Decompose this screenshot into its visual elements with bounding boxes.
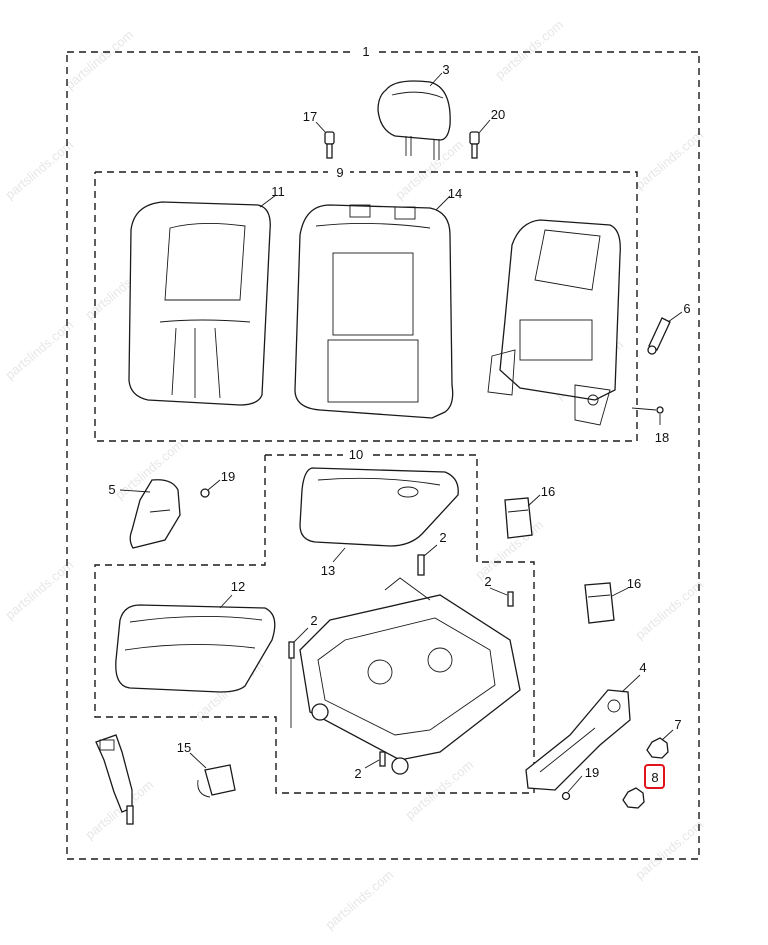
leader-17: [315, 121, 327, 134]
headrest-guide-right[interactable]: [469, 131, 480, 159]
callout-7[interactable]: 7: [674, 717, 681, 732]
callout-3[interactable]: 3: [442, 62, 449, 77]
callout-20[interactable]: 20: [491, 107, 505, 122]
watermark: partslinds.com: [2, 317, 76, 382]
leader-2d: [364, 759, 380, 769]
pin-part[interactable]: [631, 406, 664, 414]
cushion-pad-part[interactable]: [299, 467, 459, 547]
clip-lower-part[interactable]: [561, 791, 571, 801]
callout-16a[interactable]: 16: [541, 484, 555, 499]
leader-3: [429, 72, 443, 87]
callout-6[interactable]: 6: [683, 301, 690, 316]
leader-15: [189, 752, 207, 769]
leader-16b: [611, 587, 629, 597]
callout-12[interactable]: 12: [231, 579, 245, 594]
callout-10[interactable]: 10: [349, 447, 363, 462]
cushion-cover-part[interactable]: [115, 604, 276, 693]
side-trim-part[interactable]: [129, 479, 181, 549]
callout-11[interactable]: 11: [271, 184, 285, 199]
bolt-b-part[interactable]: [507, 591, 514, 607]
leader-16a: [527, 494, 541, 507]
leader-5: [119, 489, 151, 493]
leader-11: [259, 194, 277, 208]
leader-7: [661, 729, 674, 741]
clip-upper-part[interactable]: [200, 488, 210, 498]
strap-clip-part[interactable]: [197, 764, 236, 798]
callout-14[interactable]: 14: [448, 186, 462, 201]
callout-2c[interactable]: 2: [310, 613, 317, 628]
seatback-pad-part[interactable]: [294, 204, 454, 419]
leader-19b: [567, 775, 583, 793]
bolt-d-part[interactable]: [379, 751, 386, 767]
leader-20: [478, 119, 491, 134]
bracket-upper-part[interactable]: [504, 497, 533, 539]
callout-13[interactable]: 13: [321, 563, 335, 578]
callout-2a[interactable]: 2: [439, 530, 446, 545]
seatbelt-buckle-part[interactable]: [95, 734, 134, 825]
watermark: partslinds.com: [492, 17, 566, 82]
leader-2a: [423, 544, 438, 557]
callout-4[interactable]: 4: [639, 660, 646, 675]
callout-15[interactable]: 15: [177, 740, 191, 755]
leader-4: [621, 674, 641, 693]
callout-17[interactable]: 17: [303, 109, 317, 124]
seatback-group-frame: [94, 171, 638, 442]
callout-19a[interactable]: 19: [221, 469, 235, 484]
callout-2d[interactable]: 2: [354, 766, 361, 781]
watermark: partslinds.com: [2, 137, 76, 202]
bracket-lower-part[interactable]: [584, 582, 615, 624]
callout-5[interactable]: 5: [108, 482, 115, 497]
assembly-frame: [66, 51, 700, 860]
bolt-a-part[interactable]: [417, 554, 425, 576]
leader-19a: [207, 479, 221, 491]
watermark: partslinds.com: [402, 757, 476, 822]
leader-13: [332, 547, 346, 563]
callout-mask: [343, 447, 369, 463]
side-shield-part[interactable]: [525, 689, 631, 791]
callout-18[interactable]: 18: [655, 430, 669, 445]
knob-lower-part[interactable]: [622, 787, 645, 809]
leader-2c: [293, 627, 309, 643]
leader-6: [667, 311, 683, 323]
callout-1[interactable]: 1: [362, 44, 369, 59]
watermark: partslinds.com: [2, 557, 76, 622]
watermark: partslinds.com: [632, 127, 706, 192]
leader-2b: [489, 587, 508, 596]
callout-19b[interactable]: 19: [585, 765, 599, 780]
watermark: partslinds.com: [632, 817, 706, 882]
bolt-c-part[interactable]: [288, 641, 295, 728]
callout-mask: [355, 44, 377, 60]
knob-upper-part[interactable]: [646, 737, 669, 759]
leader-12: [219, 594, 233, 609]
cushion-group-frame: [94, 454, 535, 794]
headrest-guide-left[interactable]: [324, 131, 335, 159]
callout-16b[interactable]: 16: [627, 576, 641, 591]
seatback-cover-part[interactable]: [128, 201, 271, 406]
callout-9[interactable]: 9: [336, 165, 343, 180]
watermark: partslinds.com: [62, 27, 136, 92]
callout-8-highlight: [644, 764, 665, 789]
callout-8[interactable]: 8: [651, 770, 658, 785]
seatback-frame-part[interactable]: [487, 219, 621, 426]
watermark: partslinds.com: [632, 577, 706, 642]
callout-2b[interactable]: 2: [484, 574, 491, 589]
callout-mask: [328, 164, 350, 180]
watermark: partslinds.com: [322, 867, 396, 932]
recliner-handle-part[interactable]: [647, 317, 671, 355]
leader-14: [435, 195, 451, 211]
cushion-frame-part[interactable]: [299, 577, 521, 775]
headrest-part[interactable]: [377, 80, 451, 160]
